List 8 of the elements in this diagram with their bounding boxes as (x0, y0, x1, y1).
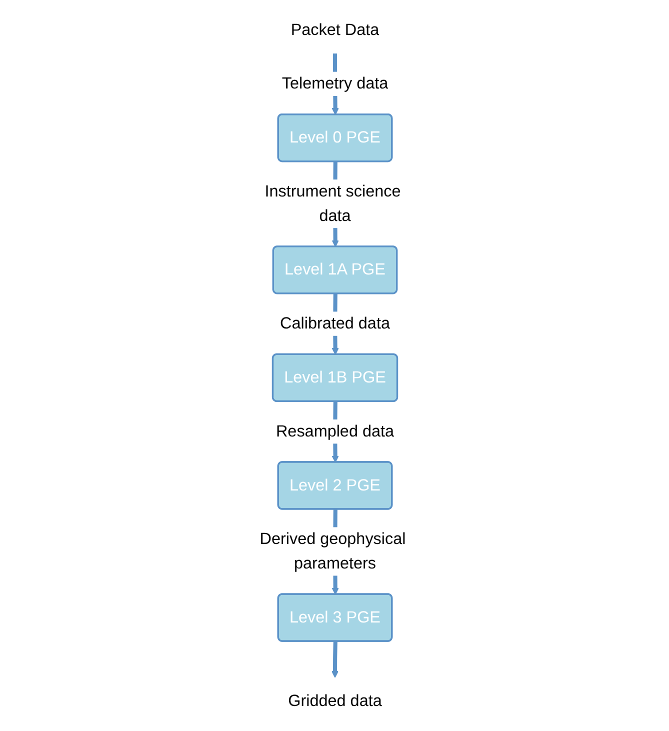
edge-label: Resampled data (275, 422, 394, 440)
node-text: Packet Data (290, 21, 379, 39)
node-text: Gridded data (288, 692, 382, 710)
edge-label: Derived geophysical parameters (259, 530, 406, 573)
edge-label: Calibrated data (280, 314, 390, 333)
edge-label: Instrument science data (264, 182, 400, 225)
edge-label: Telemetry data (281, 74, 388, 93)
arrow (330, 641, 338, 678)
